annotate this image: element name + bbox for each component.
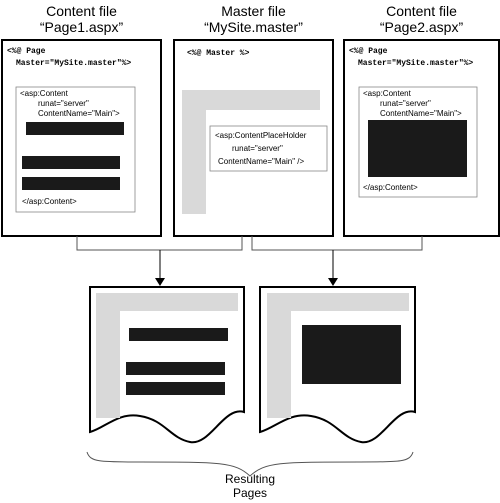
connector-left (76, 236, 243, 251)
page1-bar-1 (26, 122, 124, 135)
page2-content-runat: runat="server" (380, 99, 431, 108)
header-page2-line1: Content file (386, 3, 457, 19)
page2-directive-line1: <%@ Page (349, 47, 388, 56)
page1-bar-2 (22, 156, 120, 169)
header-page1: Content file “Page1.aspx” (2, 3, 161, 35)
page2-directive-line2: Master="MySite.master"%> (358, 59, 474, 68)
page2-content-open: <asp:Content (363, 89, 411, 98)
page2-content-close: </asp:Content> (363, 183, 418, 192)
page1-directive-line2: Master="MySite.master"%> (16, 59, 132, 68)
page1-content-name: ContentName="Main"> (38, 109, 120, 118)
header-page2-line2: “Page2.aspx” (379, 19, 464, 35)
result-bracket (86, 451, 414, 477)
result-page2-template (267, 293, 409, 418)
page1-bar-3 (22, 177, 120, 190)
page2-dark-block (368, 120, 467, 177)
footer-line1: Resulting (224, 472, 276, 486)
connector-right (251, 236, 423, 251)
result-page2-dark-block (302, 325, 401, 384)
header-page1-line1: Content file (46, 3, 117, 19)
header-master-line1: Master file (221, 3, 286, 19)
page1-content-block (15, 86, 136, 213)
page1-directive-line1: <%@ Page (7, 47, 46, 56)
page1-content-runat: runat="server" (38, 99, 89, 108)
page1-content-open: <asp:Content (20, 89, 68, 98)
master-directive: <%@ Master %> (187, 49, 250, 58)
page1-content-close: </asp:Content> (22, 197, 77, 206)
result-page1-template (96, 293, 238, 418)
page2-content-name: ContentName="Main"> (380, 109, 462, 118)
header-page1-line2: “Page1.aspx” (39, 19, 124, 35)
master-template-shape (182, 90, 320, 214)
header-master-line2: “MySite.master” (204, 19, 303, 35)
result-page1-bar-3 (126, 382, 225, 395)
master-placeholder-line3: ContentName="Main" /> (218, 157, 305, 166)
result-page1-bar-2 (126, 362, 225, 375)
master-placeholder-box (209, 125, 328, 172)
footer-label: Resulting Pages (200, 472, 300, 500)
arrow-right-head (328, 278, 338, 286)
master-placeholder-line2: runat="server" (232, 144, 283, 153)
footer-line2: Pages (232, 486, 268, 500)
header-master: Master file “MySite.master” (174, 3, 333, 35)
header-page2: Content file “Page2.aspx” (344, 3, 499, 35)
arrow-left-head (155, 278, 165, 286)
result-page1-bar-1 (129, 328, 228, 341)
master-placeholder-line1: <asp:ContentPlaceHolder (215, 131, 307, 140)
